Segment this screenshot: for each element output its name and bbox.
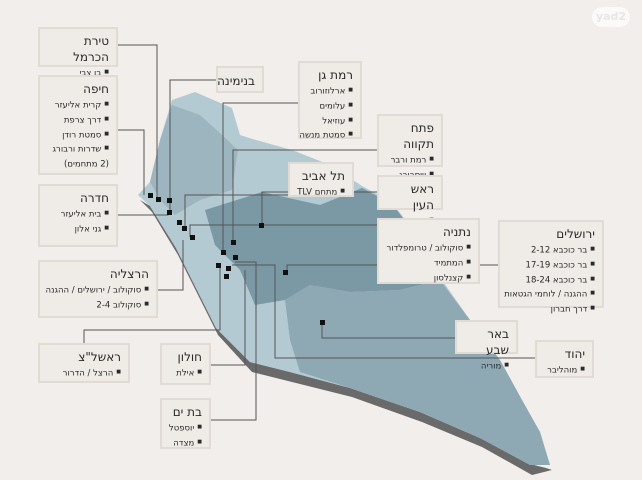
city-label-box: בת ים יוספטלמצדה xyxy=(160,398,211,449)
project-item: ארלוזורוב xyxy=(307,84,353,99)
city-name: ראשל"צ xyxy=(78,350,121,364)
marker xyxy=(221,250,226,255)
city-name: חיפה xyxy=(83,82,109,96)
city-label-box: חיפה קרית אליעזרדרך צרפתסמטת רודןשדרות ור… xyxy=(38,75,118,175)
marker xyxy=(320,320,325,325)
city-name: בנימינה xyxy=(217,74,255,88)
marker xyxy=(190,235,195,240)
marker xyxy=(233,255,238,260)
city-label-box: ראש העיןבן נון xyxy=(377,175,443,226)
project-item: בר כוכבא 17-19 xyxy=(507,258,595,273)
project-item: יוספטל xyxy=(169,421,202,436)
marker xyxy=(148,193,153,198)
project-item: סוקולוב / ירושלים / ההגנה xyxy=(46,283,149,298)
city-label-box: באר שבע מוריה xyxy=(455,320,518,371)
marker xyxy=(226,266,231,271)
project-item: בר כוכבא 2-12 xyxy=(507,243,595,258)
city-name: ירושלים xyxy=(556,227,595,241)
project-item: שדרות ורבורג xyxy=(47,142,109,157)
city-name: נתניה xyxy=(442,225,471,239)
project-item: המתמיד xyxy=(386,256,471,271)
project-item: סוקולוב 2-4 xyxy=(47,298,149,313)
project-item: סוקולוב / טרומפלדור xyxy=(386,241,471,256)
project-item: קצנלסון xyxy=(386,271,471,286)
project-item: מצדה xyxy=(169,436,202,451)
marker xyxy=(156,197,161,202)
city-label-box: בנימינה xyxy=(216,66,264,93)
project-item: מוהליבר xyxy=(544,363,585,378)
city-name: תל אביב xyxy=(301,169,345,183)
city-name: רמת גן xyxy=(318,68,353,82)
project-item: ההגנה / לוחמי הגטאות xyxy=(504,287,595,302)
project-item: בית אליעזר xyxy=(47,207,109,222)
project-item: מוריה xyxy=(464,359,509,374)
city-name: באר שבע xyxy=(486,327,509,357)
marker xyxy=(177,220,182,225)
project-item: דרך צרפת xyxy=(47,113,109,128)
marker xyxy=(167,198,172,203)
connector-lines xyxy=(83,44,535,421)
location-markers xyxy=(148,193,325,325)
city-label-box: ראשל"צ הרצל / הדרור xyxy=(38,343,130,383)
city-label-box: יהוד מוהליבר xyxy=(535,340,594,378)
city-name: יהוד xyxy=(564,347,585,361)
marker xyxy=(283,270,288,275)
marker xyxy=(182,226,187,231)
city-name: חדרה xyxy=(79,191,109,205)
marker xyxy=(224,274,229,279)
project-item: בן צבי xyxy=(47,66,109,81)
city-label-box: חולון אילת xyxy=(160,343,211,385)
city-name: פתח תקווה xyxy=(403,121,434,151)
project-item: קרית אליעזר xyxy=(47,98,109,113)
project-item: בר כוכבא 18-24 xyxy=(507,273,595,288)
city-name: הרצליה xyxy=(109,267,149,281)
project-item: סמטת רודן xyxy=(47,128,109,143)
city-label-box: נתניה סוקולוב / טרומפלדורהמתמידקצנלסון xyxy=(377,218,480,284)
city-label-box: פתח תקווהרמת ורברוייסבורג xyxy=(377,114,443,180)
project-item: עוזיאל xyxy=(307,114,353,129)
coast-shadow xyxy=(140,200,552,475)
city-label-box: תל אביב מתחם TLV xyxy=(288,162,354,197)
city-label-box: חדרה בית אליעזרגני אלון xyxy=(38,184,118,247)
city-label-box: ירושלים בר כוכבא 2-12בר כוכבא 17-19בר כוכ… xyxy=(498,220,604,314)
map-region-north xyxy=(150,105,238,215)
marker xyxy=(231,240,236,245)
city-name: חולון xyxy=(177,350,202,364)
project-item: רמת ורבר xyxy=(386,153,434,168)
project-item: גני אלון xyxy=(47,222,109,237)
marker xyxy=(216,263,221,268)
project-item: מתחם TLV xyxy=(297,185,345,200)
marker xyxy=(259,223,264,228)
project-item: הרצל / הדרור xyxy=(47,366,121,381)
city-name: טירת הכרמל xyxy=(73,34,109,64)
city-label-box: רמת גן ארלוזורובעלומיםעוזיאלסמטת מנשה xyxy=(298,61,362,141)
project-note: (2 מתחמים) xyxy=(64,159,109,170)
yad2-logo: yad2 xyxy=(592,7,630,27)
city-label-box: הרצליה סוקולוב / ירושלים / ההגנהסוקולוב 2… xyxy=(38,260,158,318)
project-item: אילת xyxy=(169,366,202,381)
city-label-box: טירת הכרמל בן צבי xyxy=(38,27,118,78)
project-item: עלומים xyxy=(307,99,353,114)
project-item: דרך חברון xyxy=(507,302,595,317)
marker xyxy=(167,210,172,215)
city-name: ראש העין xyxy=(410,182,434,212)
map-region-south xyxy=(285,280,550,465)
project-item: סמטת מנשה xyxy=(299,128,353,143)
city-name: בת ים xyxy=(172,405,202,419)
